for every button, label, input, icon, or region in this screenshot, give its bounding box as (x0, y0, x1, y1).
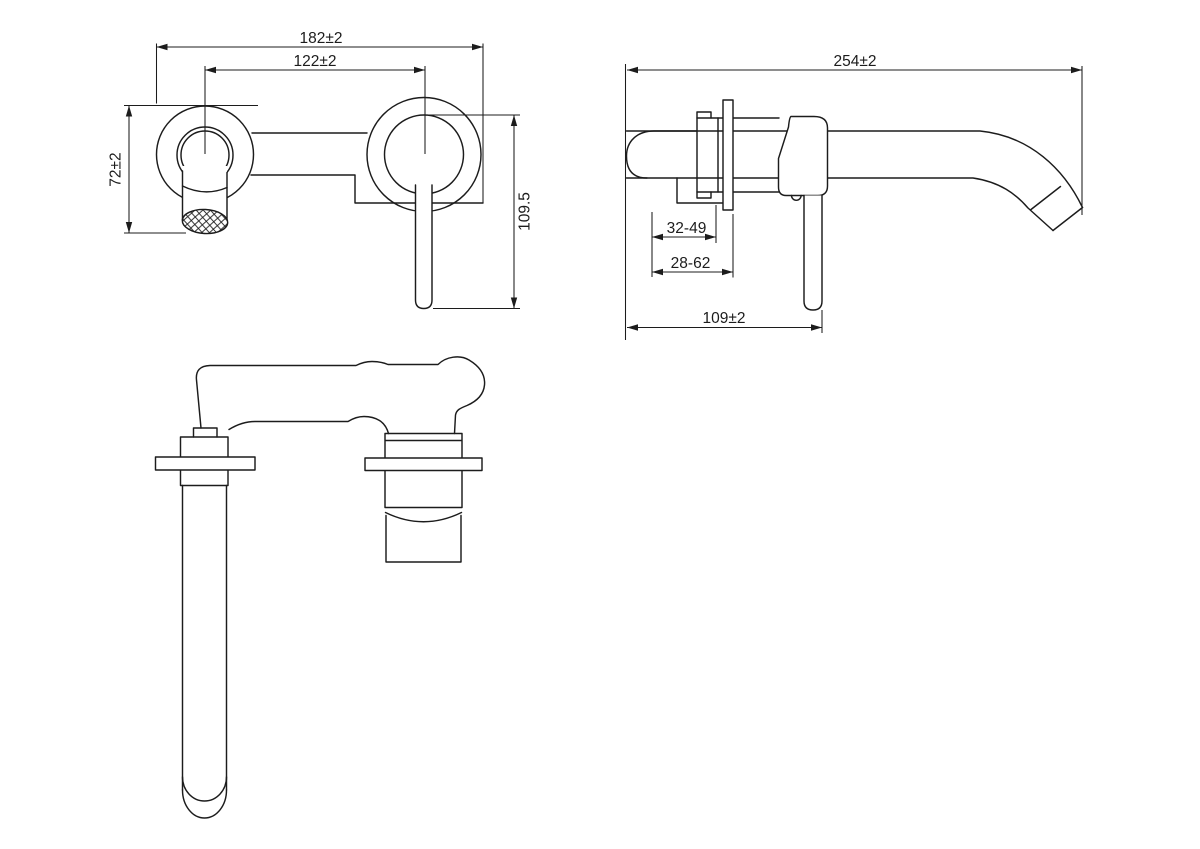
top-handle-flange (364, 457, 483, 472)
handle-lever-front (414, 184, 433, 310)
lever-head (777, 115, 829, 197)
top-spout-flange (154, 456, 256, 471)
top-arm-outline (195, 356, 486, 435)
cartridge-housing-lines (696, 117, 780, 193)
spout-tube-shoulder (181, 185, 228, 193)
dim-label-recess-range-1: 32-49 (667, 220, 707, 237)
spout-tube-edges (181, 170, 228, 223)
spout-tip-face (1052, 206, 1084, 232)
spout-lower-profile (625, 177, 1054, 232)
front-view: 182±2 122±2 72±2 109.5 (108, 30, 534, 310)
handle-lever-side (803, 194, 823, 311)
dim-side-overall-length: 254±2 (627, 53, 1083, 215)
dim-label-handle-drop: 109.5 (517, 192, 534, 231)
spout-aerator (181, 208, 229, 235)
set-screw-bump (790, 194, 802, 201)
top-spout-sleeve (179, 436, 229, 487)
valve-body (625, 130, 724, 204)
dim-label-overall-length: 254±2 (834, 53, 877, 70)
top-arm-inner-edge (228, 415, 390, 435)
top-spout-tube-tip (181, 776, 228, 819)
dim-front-spout-drop: 72±2 (108, 104, 258, 234)
handle-lever-front-fill (415, 185, 432, 309)
dim-side-handle-projection: 109±2 (627, 310, 823, 333)
top-handle-grip-arc (384, 511, 463, 523)
mounting-plate-outline (250, 132, 484, 204)
dim-front-handle-drop: 109.5 (424, 114, 534, 310)
top-spout-tube (181, 484, 228, 791)
spout-tube-body (182, 166, 227, 216)
top-handle-grip (385, 514, 462, 563)
dim-side-recess-range-2: 28-62 (652, 214, 734, 278)
mixer-trim-ring (383, 114, 465, 195)
aerator-knurl-hatch (182, 209, 228, 234)
spout-upper-profile (625, 130, 1084, 209)
side-view: 254±2 32-49 28-62 109±2 (624, 53, 1084, 340)
dim-label-center-distance: 122±2 (294, 53, 337, 70)
top-handle-housing (384, 432, 463, 509)
top-spout-tab (192, 427, 218, 438)
top-view (154, 356, 486, 819)
dim-front-overall-width: 182±2 (155, 30, 484, 203)
dim-label-recess-range-2: 28-62 (671, 255, 711, 272)
dim-label-overall-width: 182±2 (300, 30, 343, 47)
dim-label-spout-drop: 72±2 (108, 152, 125, 186)
dim-label-handle-projection: 109±2 (703, 310, 746, 327)
aerator-outline (181, 208, 229, 235)
collar-profile (696, 111, 719, 199)
wall-flange (722, 99, 734, 211)
spout-aerator-joint-line (1030, 185, 1062, 211)
dim-front-center-distance: 122±2 (204, 53, 426, 154)
dim-side-recess-range-1: 32-49 (651, 205, 717, 277)
handle-lever-side-fill (804, 195, 822, 310)
